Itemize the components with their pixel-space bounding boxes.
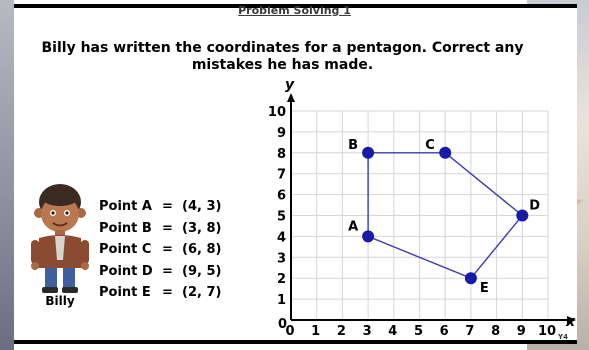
billy-character [31,184,89,293]
y-tick-label: 7 [277,168,286,183]
x-axis-label: x [565,314,576,330]
y-tick-label: 4 [277,230,286,245]
y-axis-label: y [285,77,295,93]
point-e-label: E [480,281,489,296]
section-title: Problem Solving 1 [238,4,351,17]
y-tick-label: 3 [277,251,286,266]
point-coordinates: (9, 5) [182,263,222,279]
list-item: Point A = (4, 3) [99,196,249,218]
equals-sign: = [162,285,173,300]
x-tick-label: 1 [311,324,320,339]
point-label: Point C [99,242,152,257]
character-name: Billy [45,294,75,308]
equals-sign: = [162,220,173,236]
list-item: Point B = (3, 8) [99,218,249,240]
x-tick-label: 4 [388,324,397,339]
point-coordinates: (6, 8) [182,242,222,257]
x-tick-label: 7 [465,324,474,339]
x-tick-label: 10 [538,324,556,339]
list-item: Point E = (2, 7) [99,282,249,304]
point-label: Point E [99,285,151,300]
year-tag: Y4 [558,333,568,341]
point-d-label: D [529,199,540,214]
y-tick-label: 6 [277,189,286,204]
y-tick-label: 8 [277,147,286,162]
point-a-marker [362,230,375,243]
x-tick-label: 3 [363,324,372,339]
question-text: Billy has written the coordinates for a … [41,40,524,73]
x-tick-label: 8 [491,324,500,339]
point-e-marker [464,272,477,285]
point-b-marker [362,146,375,159]
x-tick-label: 0 [285,324,294,339]
point-label: Point B [99,220,152,236]
x-tick-label: 9 [517,324,526,339]
equals-sign: = [162,263,173,279]
y-tick-label: 2 [277,272,286,287]
list-item: Point C = (6, 8) [99,239,249,261]
point-c-label: C [425,138,435,153]
equals-sign: = [162,199,173,214]
x-tick-label: 5 [414,324,423,339]
x-tick-label: 6 [440,324,449,339]
list-item: Point D = (9, 5) [99,261,249,283]
y-tick-label: 1 [277,293,286,308]
point-c-marker [439,146,452,159]
y-tick-label: 5 [277,210,286,225]
y-axis-arrow [287,93,295,102]
point-label: Point D [99,263,153,279]
point-coordinates: (3, 8) [182,220,222,236]
origin-label: 0 [278,317,287,332]
pentagon-outline [367,152,524,280]
face-shape [41,196,79,232]
y-tick-label: 10 [268,105,286,120]
point-b-label: B [348,138,358,153]
y-tick-label: 9 [277,126,286,141]
x-axis-arrow [567,316,576,324]
equals-sign: = [162,242,173,257]
left-decorative-border [0,0,14,350]
coordinate-list: Point A = (4, 3) Point B = (3, 8) Point … [99,196,249,304]
point-coordinates: (2, 7) [182,285,222,300]
x-tick-label: 2 [337,324,346,339]
point-a-label: A [348,219,358,234]
point-d-marker [516,209,529,222]
point-label: Point A [99,199,152,214]
point-coordinates: (4, 3) [182,199,222,214]
